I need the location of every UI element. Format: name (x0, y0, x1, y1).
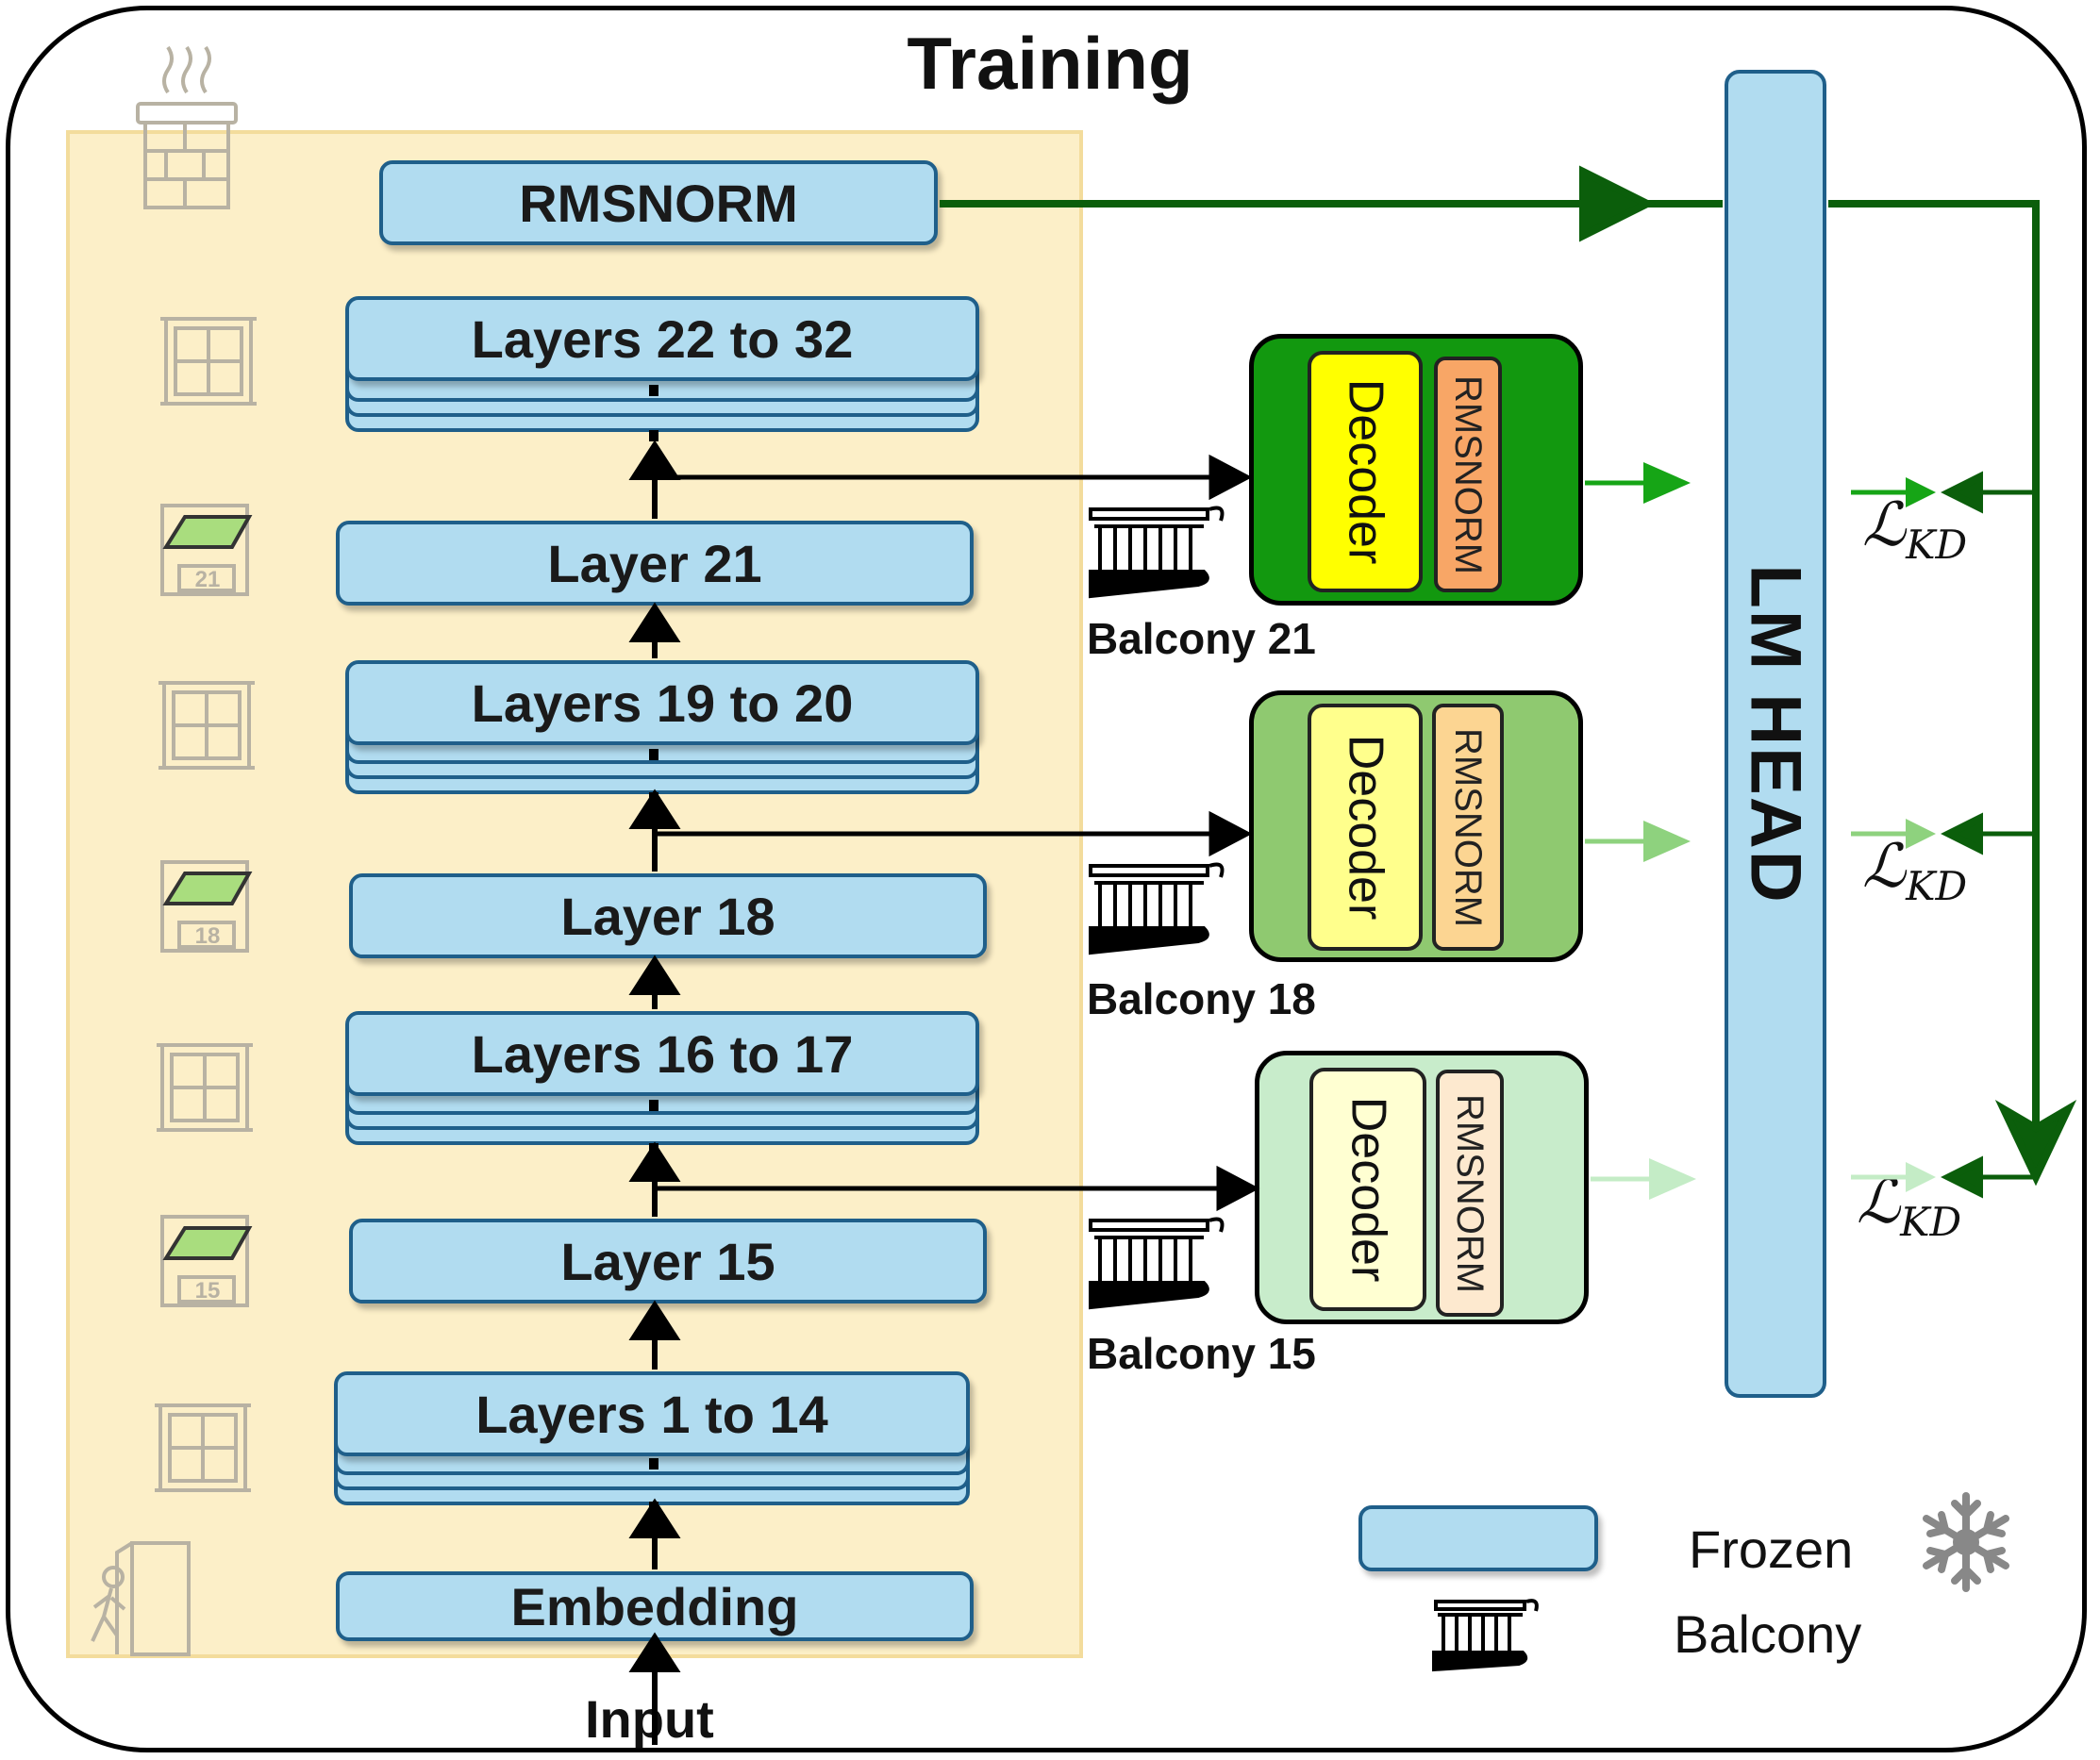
kd-loss-label-18: ℒKD (1862, 832, 1968, 909)
input-label: Input (585, 1689, 714, 1749)
balcony-output-arrows (1585, 462, 1696, 1200)
arrowhead (628, 602, 681, 642)
balcony-branch-arrows (655, 454, 1260, 1212)
balcony-18-label: Balcony 18 (1087, 974, 1316, 1023)
kd-loss-label-21: ℒKD (1862, 490, 1968, 568)
open-window-icon (160, 1215, 253, 1307)
arrowhead (628, 440, 681, 480)
door-exit-icon (91, 1541, 191, 1656)
layer-block-18: Layer 18 (349, 873, 987, 958)
window-icon (158, 681, 255, 770)
balcony-21-decoder: Decoder (1308, 351, 1423, 592)
balcony-15-decoder: Decoder (1309, 1068, 1426, 1311)
window-number-21: 21 (195, 567, 221, 592)
open-window-icon (160, 860, 253, 953)
balcony-18-decoder: Decoder (1308, 704, 1423, 951)
layer-block-21: Layer 21 (336, 521, 974, 606)
forward-arrows (628, 440, 681, 1745)
balcony-21-label: Balcony 21 (1087, 614, 1316, 663)
balcony-15-label: Balcony 15 (1087, 1329, 1316, 1378)
legend-balcony-label: Balcony (1674, 1604, 1862, 1664)
window-number-15: 15 (195, 1278, 221, 1303)
window-icon (157, 1043, 253, 1132)
final-rmsnorm-block: RMSNORM (379, 160, 938, 245)
layer-block-16-17: Layers 16 to 17 (345, 1011, 979, 1096)
arrowhead (628, 1141, 681, 1182)
arrowhead (628, 955, 681, 995)
window-icon (160, 317, 257, 406)
window-icon (155, 1403, 251, 1492)
lm-head-block (1725, 70, 1826, 1398)
chimney-icon (136, 45, 238, 209)
stack-dots (649, 385, 658, 1513)
legend-frozen-swatch (1358, 1505, 1598, 1571)
arrowhead (628, 789, 681, 829)
student-logit-arrows (1851, 477, 1936, 1192)
balcony-21-rmsnorm: RMSNORM (1434, 357, 1502, 592)
balcony-18-rmsnorm: RMSNORM (1432, 704, 1504, 951)
layer-block-15: Layer 15 (349, 1219, 987, 1303)
arrowhead (628, 1632, 681, 1672)
layer-block-19-20: Layers 19 to 20 (345, 660, 979, 745)
diagram-title: Training (907, 22, 1193, 105)
balcony-15-rmsnorm: RMSNORM (1436, 1070, 1504, 1317)
teacher-path (940, 165, 2077, 1199)
snowflake-icon (1923, 1492, 2009, 1592)
balcony-icon (1089, 506, 1225, 599)
layer-block-22-32: Layers 22 to 32 (345, 296, 979, 381)
layer-block-1-14: Layers 1 to 14 (334, 1371, 970, 1456)
arrowhead (628, 1498, 681, 1538)
balcony-icon (1089, 1217, 1225, 1310)
window-number-18: 18 (195, 923, 221, 949)
open-window-icons (160, 504, 253, 1307)
balcony-icon (1089, 862, 1225, 955)
open-window-icon (160, 504, 253, 596)
balcony-icon (1432, 1599, 1539, 1672)
legend-frozen-label: Frozen (1689, 1519, 1854, 1579)
training-frame (6, 6, 2087, 1752)
arrowhead (628, 1300, 681, 1340)
